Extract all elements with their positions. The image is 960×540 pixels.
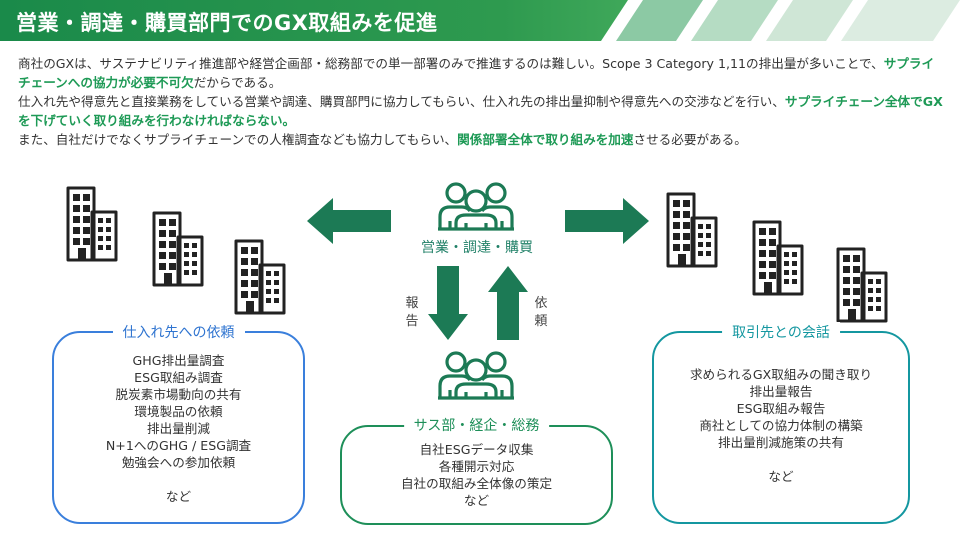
- arrow-down-icon: [428, 266, 468, 340]
- list-item: 排出量報告: [749, 384, 813, 399]
- customers-list: 求められるGX取組みの聞き取り 排出量報告 ESG取組み報告 商社としての協力体…: [654, 366, 908, 485]
- hub-label: 営業・調達・購買: [421, 240, 533, 256]
- building-icon: [152, 211, 204, 287]
- header-background: [0, 0, 960, 41]
- list-item: 商社としての協力体制の構築: [699, 418, 863, 433]
- intro-p3-text-end: させる必要がある。: [633, 132, 747, 147]
- building-icon: [66, 186, 118, 262]
- list-item: 勉強会への参加依頼: [121, 455, 236, 470]
- list-item: 排出量削減: [147, 421, 210, 436]
- customers-box: 取引先との会話 求められるGX取組みの聞き取り 排出量報告 ESG取組み報告 商…: [652, 322, 910, 524]
- list-item: GHG排出量調査: [132, 353, 225, 368]
- intro-p1-text: 商社のGXは、サステナビリティ推進部や経営企画部・総務部での単一部署のみで推進す…: [18, 56, 884, 71]
- intro-paragraph-2: 仕入れ先や得意先と直接業務をしている営業や調達、購買部門に協力してもらい、仕入れ…: [18, 92, 946, 130]
- list-item: 自社の取組み全体像の策定: [400, 476, 553, 491]
- suppliers-box: 仕入れ先への依頼 GHG排出量調査 ESG取組み調査 脱炭素市場動向の共有 環境…: [52, 322, 305, 524]
- list-item: など: [165, 489, 192, 504]
- list-item: 排出量削減施策の共有: [718, 435, 844, 450]
- intro-p1-emphasis: サプライチェーンへの協力が必要不可欠: [18, 56, 935, 90]
- list-item: 求められるGX取組みの聞き取り: [689, 367, 873, 382]
- list-item: N+1へのGHG / ESG調査: [105, 438, 252, 453]
- header-banner: 営業・調達・購買部門でのGX取組みを促進: [0, 0, 960, 41]
- internal-box: サス部・経企・総務 自社ESGデータ収集 各種開示対応 自社の取組み全体像の策定…: [340, 415, 613, 525]
- intro-p2-emphasis: サプライチェーン全体でGXを下げていく取り組みを行わなければならない。: [18, 94, 943, 128]
- list-item: 環境製品の依頼: [134, 404, 223, 419]
- list-item: など: [463, 493, 490, 508]
- list-item: [54, 471, 303, 488]
- people-group-icon: [436, 351, 516, 400]
- intro-p3-emphasis: 関係部署全体で取り組みを加速: [457, 132, 634, 147]
- intro-p3-text: また、自社だけでなくサプライチェーンでの人権調査なども協力してもらい、: [18, 132, 458, 147]
- customers-box-title: 取引先との会話: [722, 322, 840, 342]
- internal-box-title: サス部・経企・総務: [403, 415, 550, 435]
- list-item: ESG取組み調査: [134, 370, 223, 385]
- request-label: 依頼: [534, 296, 548, 329]
- intro-p1-text-end: だからである。: [193, 75, 282, 90]
- arrow-right-icon: [565, 198, 649, 244]
- intro-paragraph-1: 商社のGXは、サステナビリティ推進部や経営企画部・総務部での単一部署のみで推進す…: [18, 54, 946, 92]
- intro-paragraph-3: また、自社だけでなくサプライチェーンでの人権調査なども協力してもらい、関係部署全…: [18, 130, 946, 149]
- intro-p2-text: 仕入れ先や得意先と直接業務をしている営業や調達、購買部門に協力してもらい、仕入れ…: [18, 94, 785, 109]
- arrow-up-icon: [488, 266, 528, 340]
- list-item: 各種開示対応: [438, 459, 515, 474]
- suppliers-box-title: 仕入れ先への依頼: [112, 322, 245, 342]
- building-icon: [666, 192, 718, 268]
- page-title: 営業・調達・購買部門でのGX取組みを促進: [16, 11, 438, 35]
- building-icon: [234, 239, 286, 315]
- people-group-icon: [436, 182, 516, 231]
- list-item: ESG取組み報告: [736, 401, 826, 416]
- intro-text: 商社のGXは、サステナビリティ推進部や経営企画部・総務部での単一部署のみで推進す…: [18, 54, 946, 149]
- internal-list: 自社ESGデータ収集 各種開示対応 自社の取組み全体像の策定 など: [342, 441, 611, 509]
- arrow-left-icon: [307, 198, 391, 244]
- report-label: 報告: [405, 296, 419, 329]
- list-item: [654, 451, 908, 468]
- list-item: 脱炭素市場動向の共有: [115, 387, 242, 402]
- list-item: 自社ESGデータ収集: [419, 442, 534, 457]
- suppliers-list: GHG排出量調査 ESG取組み調査 脱炭素市場動向の共有 環境製品の依頼 排出量…: [54, 352, 303, 505]
- building-icon: [836, 247, 888, 323]
- building-icon: [752, 220, 804, 296]
- list-item: など: [768, 469, 794, 484]
